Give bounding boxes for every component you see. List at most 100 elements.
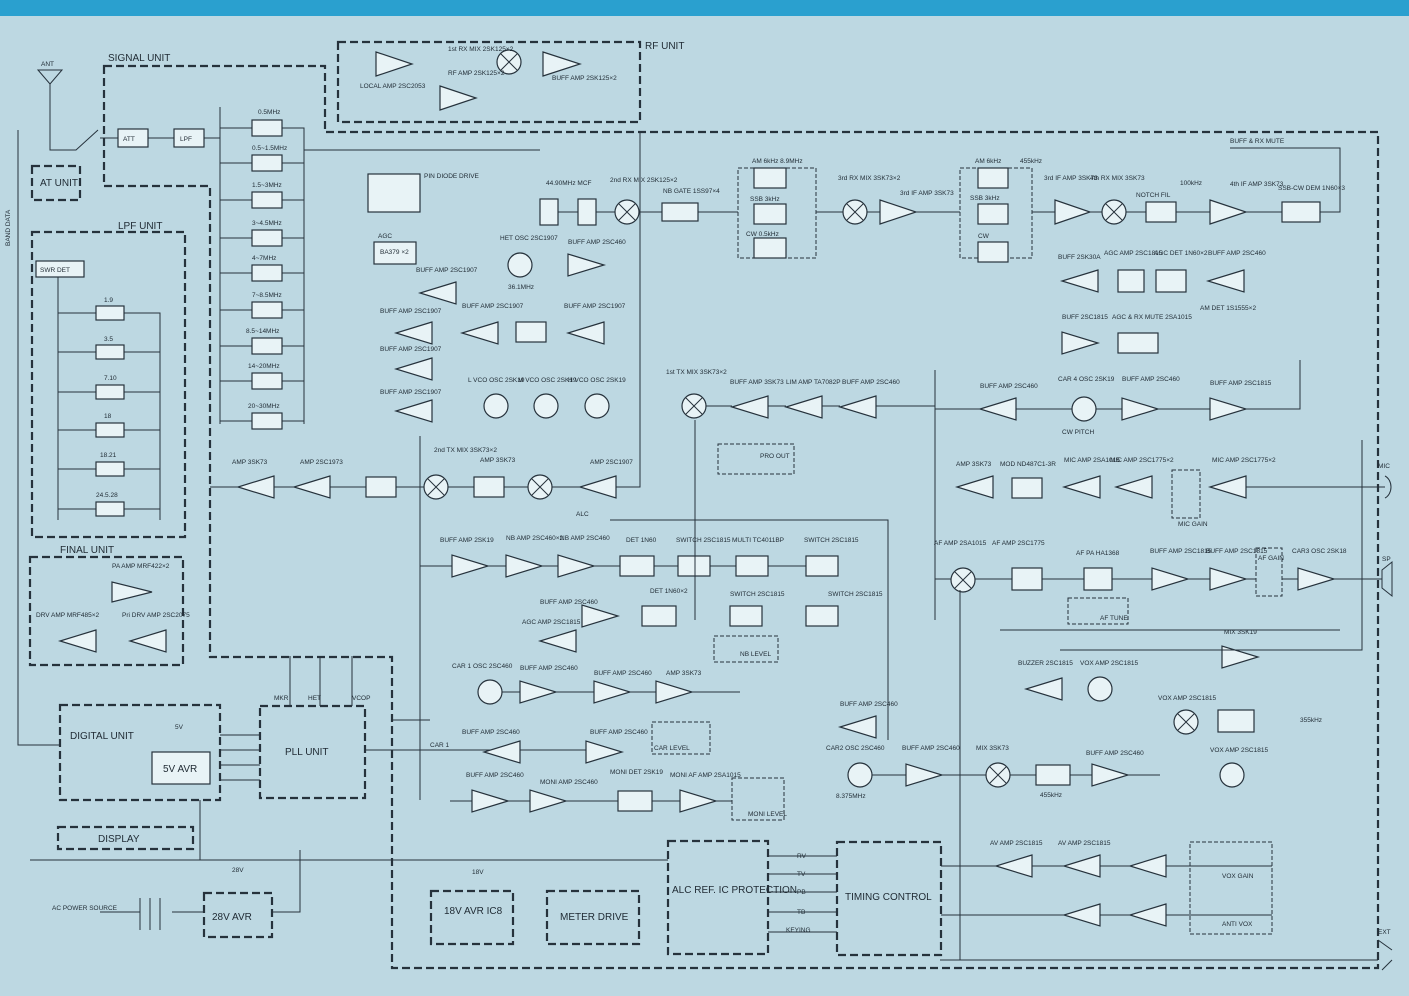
if-amp-q130-label: 4th IF AMP 3SK73 [1230,181,1284,188]
switch-q38 [806,556,838,576]
pll-lines [220,656,586,780]
lpf-in-label: LPF [180,136,192,143]
v5-label: 5V [175,724,184,731]
bpf-block-9 [252,413,282,429]
switch-q31-label: SWITCH 2SC1815 [828,591,883,598]
freq-455-label: 455kHz [1020,158,1042,165]
buff-q71-label: BUFF AMP 2SC460 [842,379,900,386]
pin-transistors [368,174,420,212]
amp-q55 [656,681,692,703]
cw-filter [754,238,786,258]
mix-q80-label: VOX AMP 2SC1815 [1158,695,1216,702]
buff-q124 [586,741,622,763]
buff-q18 [462,322,498,344]
lpf-column: 1.9 3.5 7.10 18 18.21 24.5.28 [58,277,160,520]
bpf-band-label-6: 7~8.5MHz [252,292,282,299]
amp-q41-label: AMP 2SC1973 [300,459,343,466]
tv-label: TV [797,871,806,878]
v18-label: 18V [472,869,484,876]
nb-q32-label: NB AMP 2SC460 [560,535,610,542]
switch-q36 [678,556,710,576]
car1-osc-label: CAR 1 OSC 2SC460 [452,663,513,670]
avr5-label: 5V AVR [163,764,197,775]
het-label: HET [308,695,321,702]
amp-switch-label: AF AMP 2SC1775 [992,540,1045,547]
lim-amp-label: LIM AMP TA7082P [786,379,841,386]
filters-am2-label: AM 6kHz [975,158,1001,165]
final-unit-label: FINAL UNIT [60,545,114,556]
car3-osc [1088,677,1112,701]
pro-out-label: PRO OUT [760,453,790,460]
am-filter-2 [978,168,1008,188]
mix-q78-label: MIX 3SK73 [976,745,1009,752]
local-amp-label: LOCAL AMP 2SC2053 [360,83,426,90]
bpf-band-label-1: 0.5MHz [258,109,280,116]
multi-ic2-label: MULTI TC4011BP [732,537,784,544]
nb-level-pot[interactable] [714,636,778,662]
bpf-455 [1036,765,1070,785]
buff-q123-label: BUFF AMP 2SC460 [594,670,652,677]
nb-q29-label: NB AMP 2SC460×2 [506,535,564,542]
freq-8375-label: 8.375MHz [836,793,866,800]
buff-q135 [1062,270,1098,292]
rx-mix1-label: 1st RX MIX 2SK125×2 [448,46,514,53]
switch-q38-label: SWITCH 2SC1815 [804,537,859,544]
vco-h [585,394,609,418]
buff-q27-label: BUFF AMP 2SC460 [568,239,626,246]
rf-buff-amp [543,52,580,76]
agc-det-block [1156,270,1186,292]
car2-label: CAR2 OSC 2SC460 [826,745,885,752]
lim-amp-ic6 [786,396,822,418]
band-data-label: BAND DATA [5,209,12,246]
ssb-filter-2 [978,204,1008,224]
amp-q81-label: AMP 3SK73 [956,461,992,468]
buff-q76-label: BUFF AMP 2SC460 [902,745,960,752]
rf-amp-label: RF AMP 2SK125×2 [448,70,505,77]
cw-pitch-label: CW PITCH [1062,429,1094,436]
notch-filter [1146,202,1176,222]
freq-355-label: 355kHz [1300,717,1322,724]
buff-q10-label: BUFF AMP 3SK73 [730,379,784,386]
mic-gain-pot[interactable] [1172,470,1200,518]
signal-unit-label: SIGNAL UNIT [108,53,170,64]
buff-q156 [1210,398,1246,420]
buff-q71 [840,396,876,418]
switch-q36-label: SWITCH 2SC1815 [676,537,731,544]
display-label: DISPLAY [98,834,140,845]
filters-ssb2-label: SSB 3kHz [970,195,1000,202]
local-amp [376,52,412,76]
timing-label: TIMING CONTROL [845,892,932,903]
mcf1-label: 44.90MHz MCF [546,180,592,187]
ssb-cw-dem-label: SSB-CW DEM 1N60×3 [1278,185,1345,192]
mic-amp-q146 [1210,476,1246,498]
if-amp-3-label: 3rd IF AMP 3SK73 [900,190,954,197]
alc-label: ALC REF. IC PROTECTION [672,885,797,896]
switch-q35 [730,606,762,626]
buff-q157 [1122,398,1158,420]
bpf-band-label-4: 3~4.5MHz [252,220,282,227]
bpf-band-label-7: 8.5~14MHz [246,328,279,335]
if-amp-3 [880,200,916,224]
car4-label: CAR 4 OSC 2SK19 [1058,376,1115,383]
avr18-label: 18V AVR IC8 [444,906,503,917]
af-amp-q160-label: BUFF AMP 2SC1815 [1150,548,1212,555]
het-osc [508,253,532,277]
drv-amp-label: DRV AMP MRF485×2 [36,612,100,619]
lpf-unit-label: LPF UNIT [118,221,162,232]
vox-gain-label: VOX GAIN [1222,873,1254,880]
buff-q122 [484,741,520,763]
am-filter [754,168,786,188]
agc-q34 [540,630,576,652]
rf-unit-label: RF UNIT [645,41,684,52]
buff-q79-label: BUFF AMP 2SC460 [1086,750,1144,757]
car-level-label: CAR LEVEL [654,745,690,752]
lpf-band-label-5: 18.21 [100,452,117,459]
buff-q141-label: BUZZER 2SC1815 [1018,660,1073,667]
buzzer-label: VOX AMP 2SC1815 [1210,747,1268,754]
lpf-block-6 [96,502,124,516]
mic-connector [1246,476,1391,498]
agc-label: AGC [378,233,392,240]
rv-label: RV [797,853,807,860]
det1-label: DET 1N60 [626,537,657,544]
